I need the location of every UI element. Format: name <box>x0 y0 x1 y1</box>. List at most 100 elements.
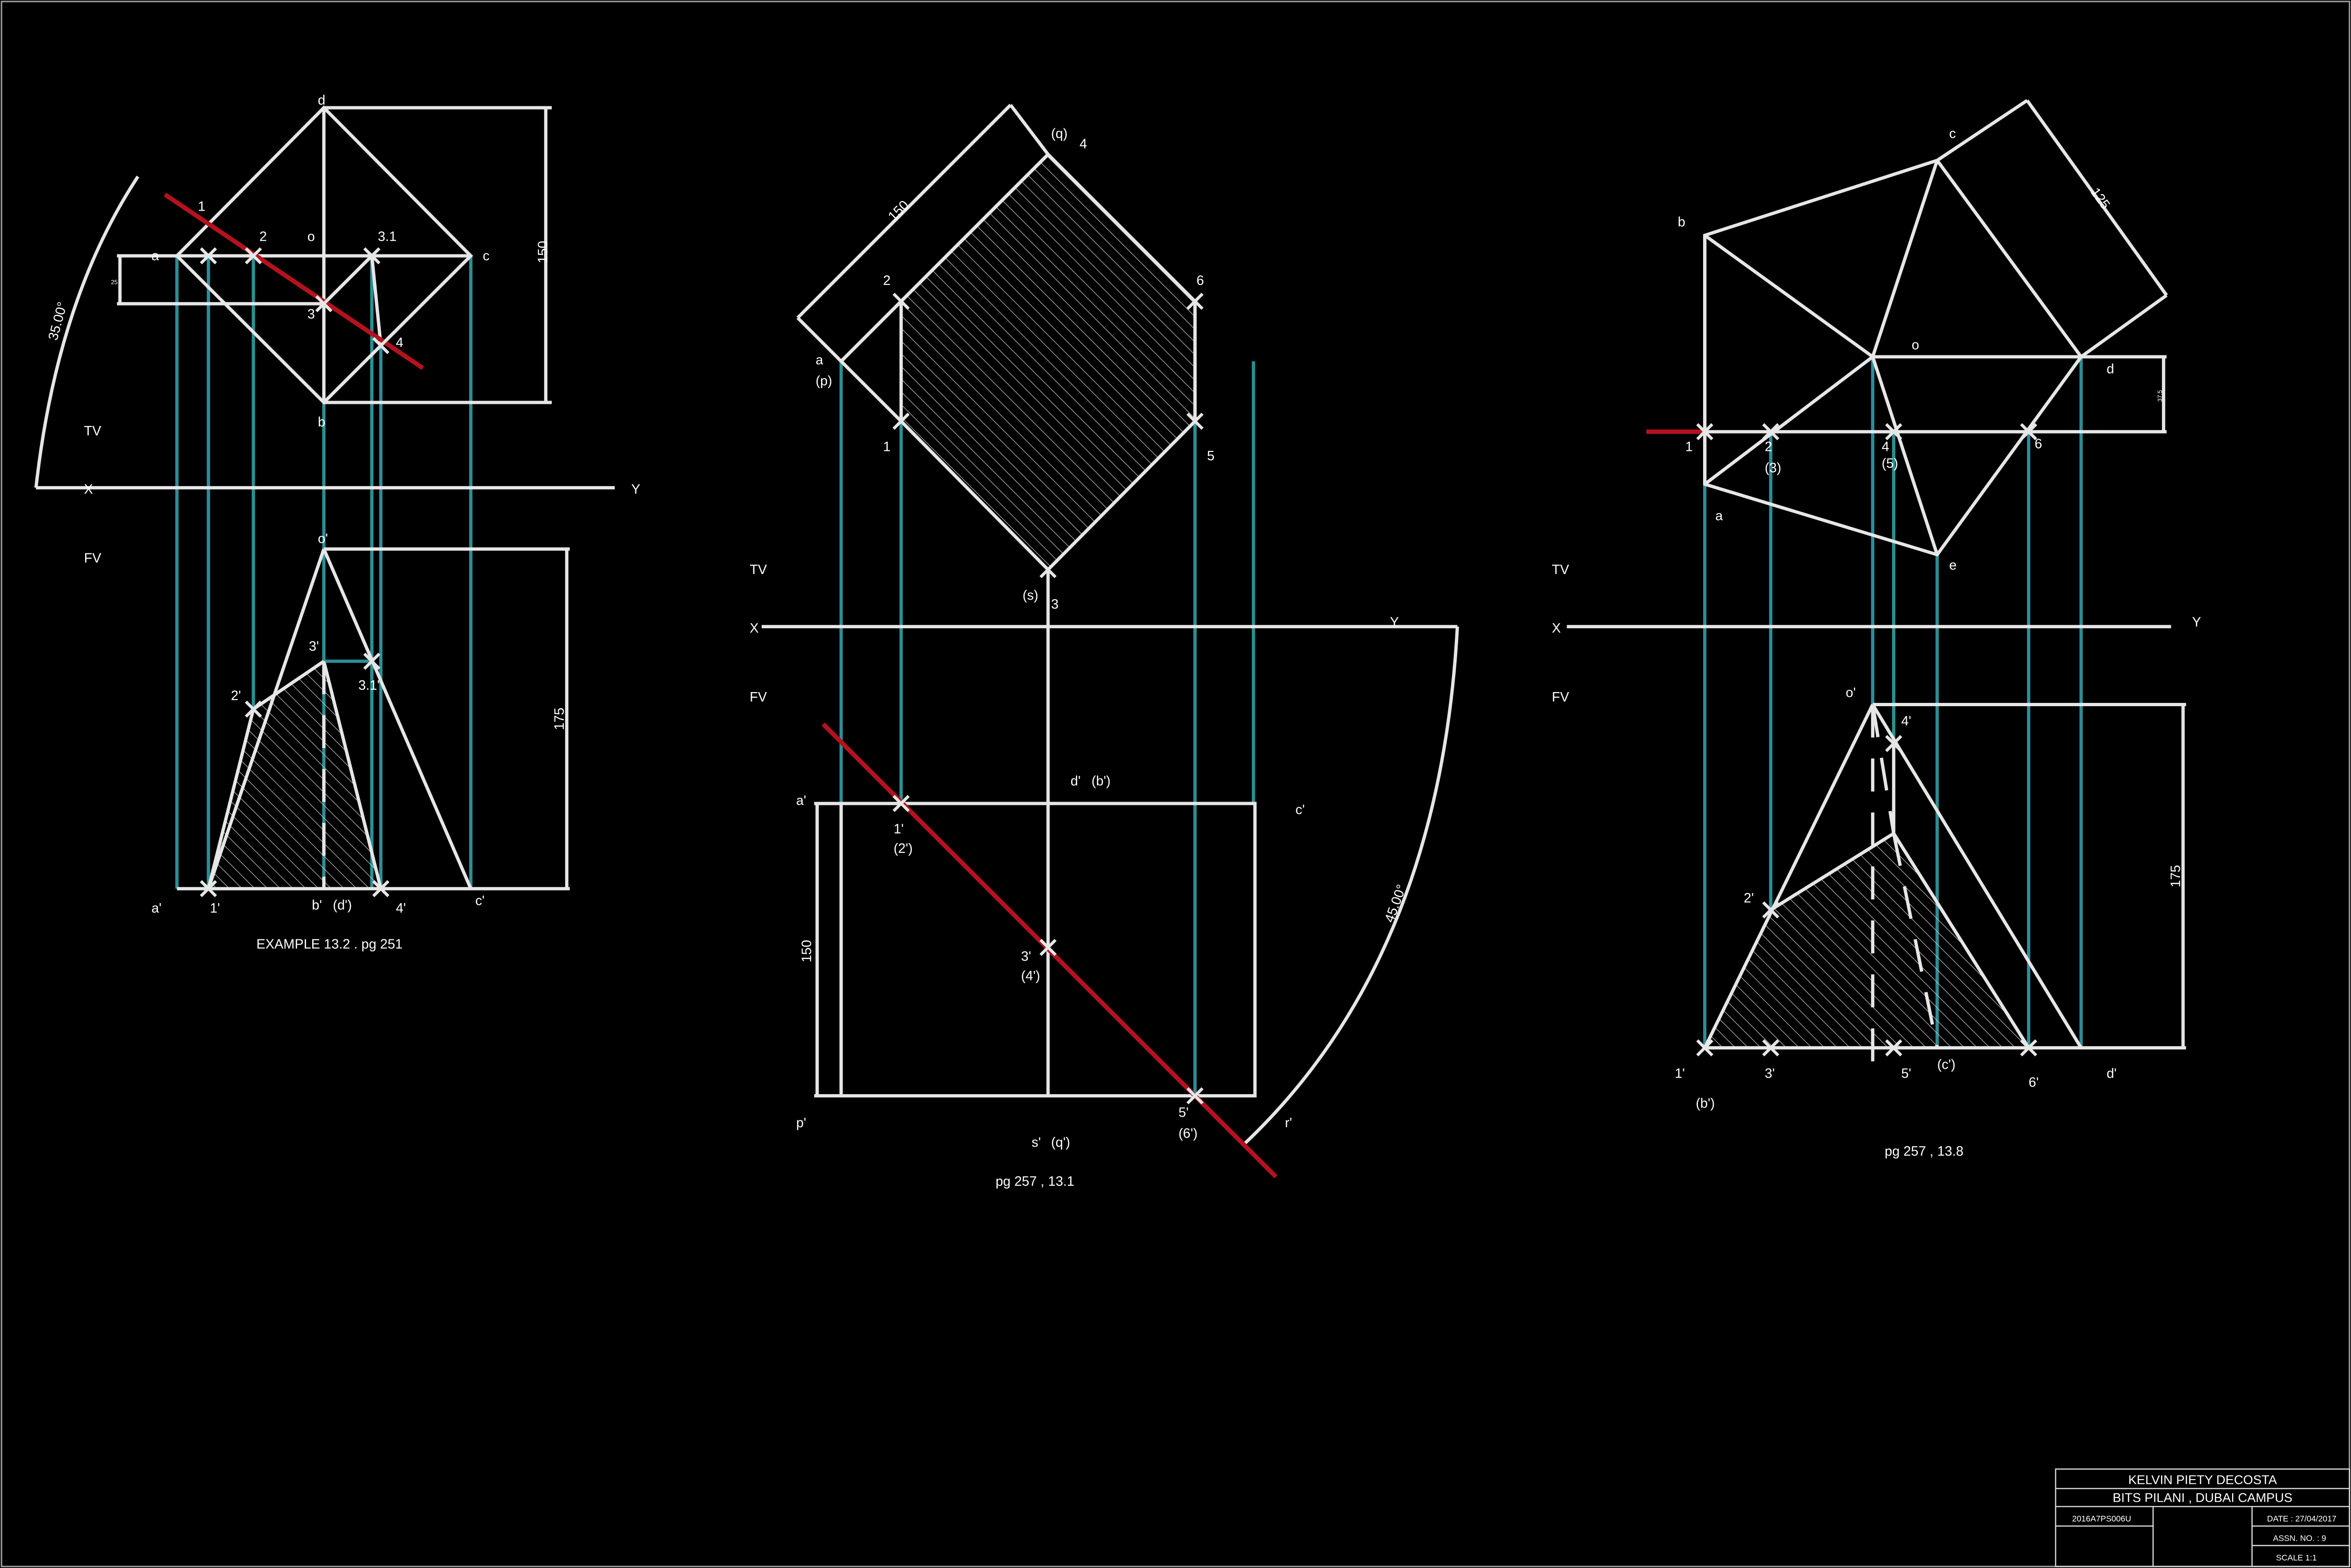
fig2-label-3: 3 <box>1051 597 1058 612</box>
fig3-label-3-prime: 3' <box>1765 1066 1775 1081</box>
fig3-label-c-prime: (c') <box>1937 1057 1956 1072</box>
fig3-label-b-prime: (b') <box>1696 1096 1715 1111</box>
fig3-label-o: o <box>1912 338 1919 353</box>
fig2-label-4: 4 <box>1080 137 1087 152</box>
fig2-label-p-prime: p' <box>796 1116 806 1131</box>
fig2-label-1: 1 <box>883 440 891 455</box>
fig2-label-6: 6 <box>1197 273 1204 288</box>
title-block: KELVIN PIETY DECOSTA BITS PILANI , DUBAI… <box>2055 1468 2351 1568</box>
fig3-label-6: 6 <box>2035 436 2042 451</box>
fig1-dim-175: 175 <box>552 708 567 730</box>
fig3-label-6-prime: 6' <box>2028 1075 2038 1090</box>
fig1-label-a-prime: a' <box>151 901 161 916</box>
fig2-label-a: a <box>816 353 823 368</box>
fig2-label-r-prime: r' <box>1285 1116 1292 1131</box>
fig1-label-b-prime: b' <box>312 898 322 913</box>
fig3-label-1-prime: 1' <box>1675 1066 1685 1081</box>
fig1-label-2: 2 <box>260 229 267 244</box>
fig2-label-p: (p) <box>816 373 832 388</box>
fig1-label-c: c <box>483 249 489 264</box>
fig2-label-a-prime: a' <box>796 793 806 808</box>
fig2-dim-150-tv: 150 <box>885 197 912 224</box>
fig3-label-d-prime: d' <box>2106 1066 2116 1081</box>
fig2-top-view <box>761 103 1459 1145</box>
fig2-label-d-prime: d' <box>1071 774 1081 789</box>
fig2-label-5: 5 <box>1207 449 1215 464</box>
fig1-label-3-1-prime: 3.1' <box>358 678 379 693</box>
fig2-label-s: (s) <box>1023 588 1038 603</box>
fig1-label-3: 3 <box>308 307 315 322</box>
figure-3: c 125 b o d 37.5 1 2 (3) 4 (5) 6 a e TV … <box>1552 99 2201 1159</box>
fig2-labels: (q) 4 150 2 6 a (p) 1 5 (s) 3 TV X Y FV … <box>749 126 1409 1189</box>
fig1-label-1: 1 <box>198 199 205 214</box>
assignment-number: ASSN. NO. : 9 <box>2273 1534 2326 1543</box>
fig3-label-3: (3) <box>1765 460 1781 475</box>
fig2-label-q-prime: (q') <box>1051 1135 1070 1150</box>
fig1-label-2-prime: 2' <box>231 688 241 703</box>
fig1-label-4-prime: 4' <box>396 901 406 916</box>
fig2-caption: pg 257 , 13.1 <box>995 1174 1074 1189</box>
student-id: 2016A7PS006U <box>2072 1514 2131 1523</box>
fig2-label-3-prime: 3' <box>1021 949 1031 964</box>
fig1-y-label: Y <box>631 482 640 497</box>
fig3-dim-175: 175 <box>2168 865 2183 888</box>
fig2-y-label: Y <box>1390 615 1399 630</box>
fig1-front-view <box>177 547 570 898</box>
fig3-label-c: c <box>1949 126 1956 141</box>
fig1-dim-small: 25 <box>111 279 118 286</box>
fig1-x-label: X <box>84 482 93 497</box>
fig1-dim-150: 150 <box>536 241 551 263</box>
fig2-label-2: 2 <box>883 273 891 288</box>
fig3-label-4-prime: 4' <box>1901 714 1911 729</box>
institution-name: BITS PILANI , DUBAI CAMPUS <box>2113 1490 2292 1505</box>
fig2-front-view <box>814 722 1278 1179</box>
fig3-caption: pg 257 , 13.8 <box>1885 1144 1964 1159</box>
fig2-label-4-prime: (4') <box>1021 969 1041 984</box>
fig3-projectors <box>1703 356 2083 1048</box>
fig3-tv-label: TV <box>1552 562 1570 577</box>
fig1-label-d: d <box>318 93 325 108</box>
fig2-label-q: (q) <box>1051 126 1067 141</box>
fig3-label-o-prime: o' <box>1846 686 1855 701</box>
fig1-label-o: o <box>308 229 315 244</box>
fig3-label-2-prime: 2' <box>1744 890 1754 906</box>
fig3-label-2: 2 <box>1765 440 1772 455</box>
date-field: DATE : 27/04/2017 <box>2267 1514 2336 1523</box>
fig3-x-label: X <box>1552 621 1561 636</box>
fig1-label-3-prime: 3' <box>309 639 319 654</box>
author-name: KELVIN PIETY DECOSTA <box>2128 1472 2277 1487</box>
fig3-labels: c 125 b o d 37.5 1 2 (3) 4 (5) 6 a e TV … <box>1552 126 2201 1159</box>
fig1-label-a: a <box>151 249 159 264</box>
fig1-labels: d 1 2 o 3.1 a c 3 4 b 25 150 35.00° TV X… <box>46 93 640 952</box>
fig2-label-1-prime: 1' <box>894 822 904 837</box>
fig1-top-view <box>34 105 615 489</box>
fig1-fv-label: FV <box>84 551 102 566</box>
fig1-label-3-1: 3.1 <box>378 229 397 244</box>
fig3-label-5: (5) <box>1882 456 1898 471</box>
fig3-label-5-prime: 5' <box>1901 1066 1911 1081</box>
fig2-x-label: X <box>749 621 758 636</box>
fig3-fv-label: FV <box>1552 690 1570 705</box>
fig1-label-4: 4 <box>396 335 403 350</box>
fig3-label-4: 4 <box>1882 440 1889 455</box>
fig3-front-view <box>1696 703 2186 1077</box>
fig2-label-c-prime: c' <box>1295 802 1305 817</box>
fig2-angle: 45.00° <box>1382 882 1410 924</box>
fig3-label-b: b <box>1678 214 1685 229</box>
fig3-label-a: a <box>1715 508 1723 523</box>
fig1-label-c-prime: c' <box>475 893 485 908</box>
fig2-label-6-prime: (6') <box>1178 1126 1198 1141</box>
fig1-label-o-prime: o' <box>318 531 328 546</box>
figure-1: d 1 2 o 3.1 a c 3 4 b 25 150 35.00° TV X… <box>34 93 640 952</box>
scale-field: SCALE 1:1 <box>2276 1553 2317 1562</box>
fig3-label-d: d <box>2106 362 2114 377</box>
fig3-label-e: e <box>1949 558 1957 573</box>
fig2-label-b-prime: (b') <box>1091 774 1111 789</box>
fig2-label-2-prime: (2') <box>894 841 913 856</box>
fig3-dim-37-5: 37.5 <box>2156 390 2163 402</box>
fig1-label-d-prime: (d') <box>333 898 352 913</box>
fig2-dim-150-fv: 150 <box>799 940 814 962</box>
fig2-fv-label: FV <box>749 690 767 705</box>
fig3-label-1: 1 <box>1685 440 1693 455</box>
